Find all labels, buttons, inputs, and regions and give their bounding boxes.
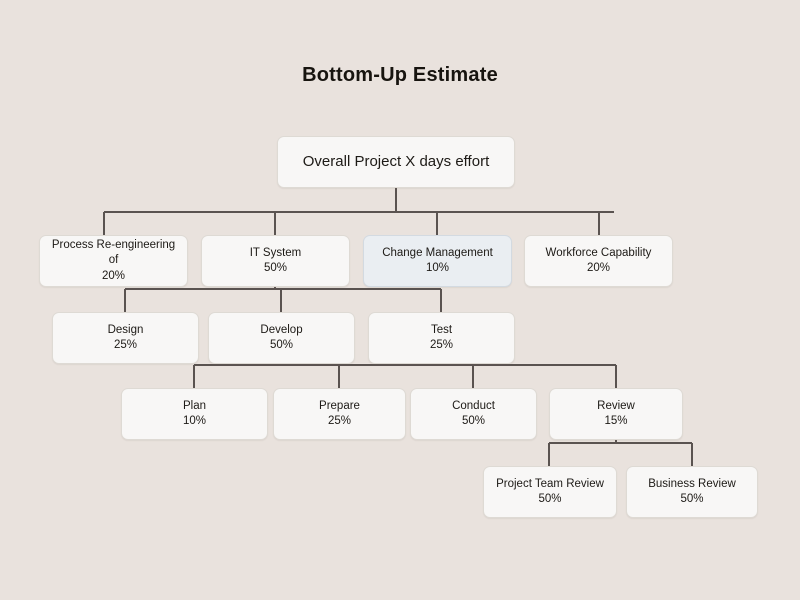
node-value: 25% — [327, 415, 352, 427]
node-label: Develop — [260, 323, 303, 336]
node-value: 50% — [269, 339, 294, 351]
node-value: 10% — [425, 262, 450, 274]
node-label: Process Re-engineering of — [51, 239, 176, 267]
node-review[interactable]: Review 15% — [549, 388, 683, 440]
node-prepare[interactable]: Prepare 25% — [273, 388, 406, 440]
node-value: 25% — [113, 339, 138, 351]
node-design[interactable]: Design 25% — [52, 312, 199, 364]
node-value: 20% — [586, 262, 611, 274]
node-process-re-engineering[interactable]: Process Re-engineering of 20% — [39, 235, 188, 287]
node-label: Design — [107, 323, 144, 336]
node-develop[interactable]: Develop 50% — [208, 312, 355, 364]
node-value: 50% — [461, 415, 486, 427]
node-label: Conduct — [452, 399, 495, 412]
node-value: 50% — [680, 493, 704, 505]
node-value: 20% — [101, 269, 126, 282]
node-business-review[interactable]: Business Review 50% — [626, 466, 758, 518]
node-change-management[interactable]: Change Management 10% — [363, 235, 512, 287]
node-value: 50% — [538, 493, 562, 505]
node-label: Test — [430, 323, 453, 336]
node-label: Workforce Capability — [545, 246, 652, 259]
node-test[interactable]: Test 25% — [368, 312, 515, 364]
node-root[interactable]: Overall Project X days effort — [277, 136, 515, 188]
node-label: Project Team Review — [496, 477, 604, 490]
node-label: Overall Project X days effort — [302, 153, 490, 171]
node-value: 10% — [182, 415, 207, 427]
node-project-team-review[interactable]: Project Team Review 50% — [483, 466, 617, 518]
page-title: Bottom-Up Estimate — [302, 64, 498, 86]
node-value: 25% — [429, 339, 454, 351]
node-workforce-capability[interactable]: Workforce Capability 20% — [524, 235, 673, 287]
node-value: 15% — [604, 415, 628, 427]
node-label: IT System — [249, 246, 302, 259]
node-label: Plan — [182, 399, 207, 412]
node-it-system[interactable]: IT System 50% — [201, 235, 350, 287]
node-value: 50% — [263, 262, 288, 274]
node-label: Change Management — [382, 246, 493, 259]
node-label: Prepare — [319, 399, 360, 412]
node-label: Business Review — [648, 477, 736, 490]
node-label: Review — [597, 399, 635, 412]
node-plan[interactable]: Plan 10% — [121, 388, 268, 440]
node-conduct[interactable]: Conduct 50% — [410, 388, 537, 440]
